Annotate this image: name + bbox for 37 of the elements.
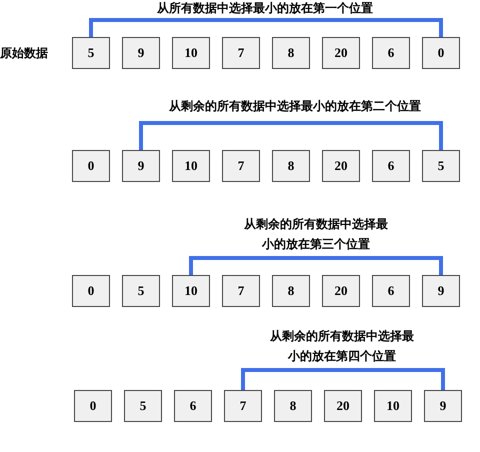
bracket-connector — [241, 368, 445, 390]
number-box: 6 — [372, 275, 410, 307]
number-box: 0 — [72, 150, 110, 182]
number-box: 6 — [372, 37, 410, 69]
number-box: 0 — [422, 37, 460, 69]
number-box: 10 — [374, 390, 412, 422]
number-box: 8 — [274, 390, 312, 422]
number-box: 0 — [74, 390, 112, 422]
number-box: 7 — [222, 275, 260, 307]
number-box: 9 — [422, 275, 460, 307]
number-box: 8 — [272, 275, 310, 307]
number-box: 5 — [122, 275, 160, 307]
number-box: 7 — [222, 150, 260, 182]
number-box: 8 — [272, 150, 310, 182]
number-box: 8 — [272, 37, 310, 69]
number-box: 20 — [324, 390, 362, 422]
number-box: 6 — [372, 150, 410, 182]
number-box: 0 — [72, 275, 110, 307]
number-box: 7 — [222, 37, 260, 69]
number-box: 6 — [174, 390, 212, 422]
number-box: 5 — [124, 390, 162, 422]
number-box: 10 — [172, 150, 210, 182]
bracket-connector — [89, 18, 443, 37]
number-box: 20 — [322, 275, 360, 307]
row-label: 原始数据 — [0, 45, 48, 62]
number-box: 9 — [122, 150, 160, 182]
number-box: 5 — [72, 37, 110, 69]
number-box: 7 — [224, 390, 262, 422]
number-box: 20 — [322, 150, 360, 182]
number-box: 10 — [172, 37, 210, 69]
bracket-connector — [189, 256, 443, 275]
number-box: 9 — [122, 37, 160, 69]
number-box: 9 — [424, 390, 462, 422]
number-box: 10 — [172, 275, 210, 307]
number-box: 5 — [422, 150, 460, 182]
bracket-connector — [139, 121, 443, 150]
number-box: 20 — [322, 37, 360, 69]
